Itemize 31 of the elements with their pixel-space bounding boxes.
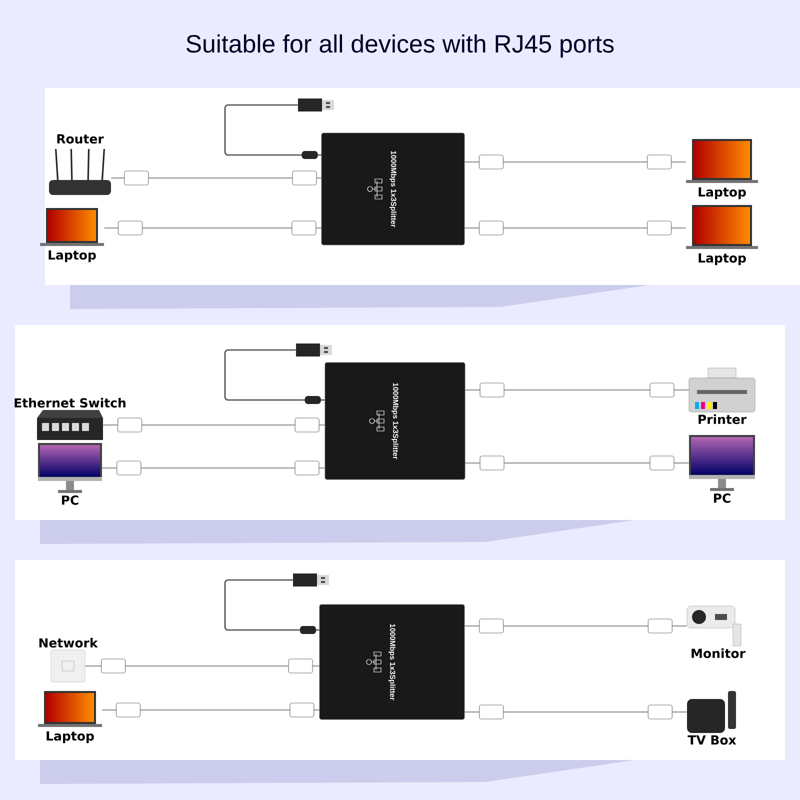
ethernet-cable	[464, 618, 688, 634]
device-label: Laptop	[698, 253, 746, 266]
ethernet-cable	[102, 460, 326, 476]
device-label: Monitor	[692, 648, 746, 658]
device-label: Router	[57, 134, 104, 144]
ethernet-cable	[464, 382, 690, 398]
ethernet-cable	[84, 658, 320, 674]
ethernet-cable	[104, 220, 322, 236]
device-label: Laptop	[48, 250, 96, 262]
usb-plug-drawing	[296, 344, 332, 356]
ethernet-cable	[464, 456, 690, 470]
device-label: Laptop	[698, 187, 746, 200]
usb-plug-drawing	[298, 98, 334, 112]
device-label: Printer	[698, 414, 747, 424]
ethernet-cable	[464, 220, 686, 236]
ethernet-cable	[464, 154, 686, 170]
ethernet-cable	[102, 418, 326, 432]
usb-cable	[224, 349, 325, 404]
ethernet-cable	[102, 702, 320, 718]
title: Suitable for all devices with RJ45 ports	[186, 34, 614, 58]
usb-plug-drawing	[293, 574, 329, 586]
device-label: Laptop	[46, 731, 94, 744]
usb-cable	[224, 579, 320, 634]
device-label: Ethernet Switch	[14, 398, 126, 408]
device-label: TV Box	[688, 735, 736, 745]
ethernet-cable	[464, 704, 688, 720]
usb-cable	[224, 104, 322, 159]
ethernet-cable	[110, 170, 322, 186]
device-label: PC	[714, 493, 730, 503]
device-label: PC	[62, 495, 78, 505]
device-label: Network	[39, 638, 98, 648]
